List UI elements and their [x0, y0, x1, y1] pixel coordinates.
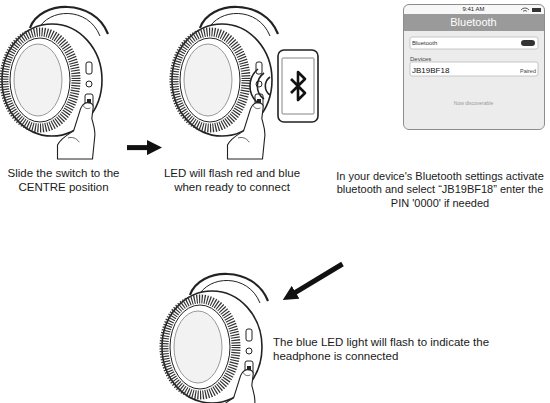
- screen-title: Bluetooth: [404, 16, 543, 29]
- step-caption: Slide the switch to the CENTRE position: [0, 166, 127, 194]
- hand-figure: [228, 103, 265, 159]
- discoverable-note: Now discoverable: [404, 100, 543, 106]
- step-caption: In your device's Bluetooth settings acti…: [334, 170, 546, 210]
- settings-row: [410, 62, 538, 76]
- status-bar: [404, 5, 544, 14]
- signal-wave: [265, 77, 270, 95]
- step-panel: The blue LED light will flash to indicat…: [160, 300, 532, 395]
- step-panel: Slide the switch to the CENTRE position: [0, 0, 127, 205]
- hand-figure: [58, 103, 95, 159]
- screen-header: [404, 14, 544, 31]
- flow-arrow: [290, 264, 342, 295]
- step-panel: LED will flash red and blue when ready t…: [162, 0, 302, 205]
- signal-wave: [257, 73, 264, 99]
- phone-body: [278, 50, 318, 122]
- device-name: JB19BF18: [412, 66, 492, 76]
- flow-arrow: [127, 145, 153, 150]
- wifi-icon: [521, 8, 529, 11]
- setting-label: Bluetooth: [412, 40, 482, 47]
- battery-icon: [532, 8, 541, 12]
- phone-screen: 9:41 AMBluetoothBluetoothDevicesJB19BF18…: [403, 4, 545, 130]
- hand-figure: [218, 370, 255, 403]
- toggle-switch: [521, 40, 535, 46]
- signal-wave: [250, 69, 258, 103]
- pair-status: Paired: [500, 68, 536, 75]
- settings-row: [410, 37, 538, 49]
- bluetooth-symbol: [291, 72, 305, 100]
- status-time: 9:41 AM: [404, 6, 543, 13]
- step-caption: LED will flash red and blue when ready t…: [162, 166, 302, 194]
- step-caption: The blue LED light will flash to indicat…: [273, 335, 528, 363]
- step-panel: In your device's Bluetooth settings acti…: [334, 166, 546, 264]
- screen-ground: [404, 5, 544, 129]
- section-label: Devices: [410, 56, 480, 63]
- phone-display: [282, 58, 314, 114]
